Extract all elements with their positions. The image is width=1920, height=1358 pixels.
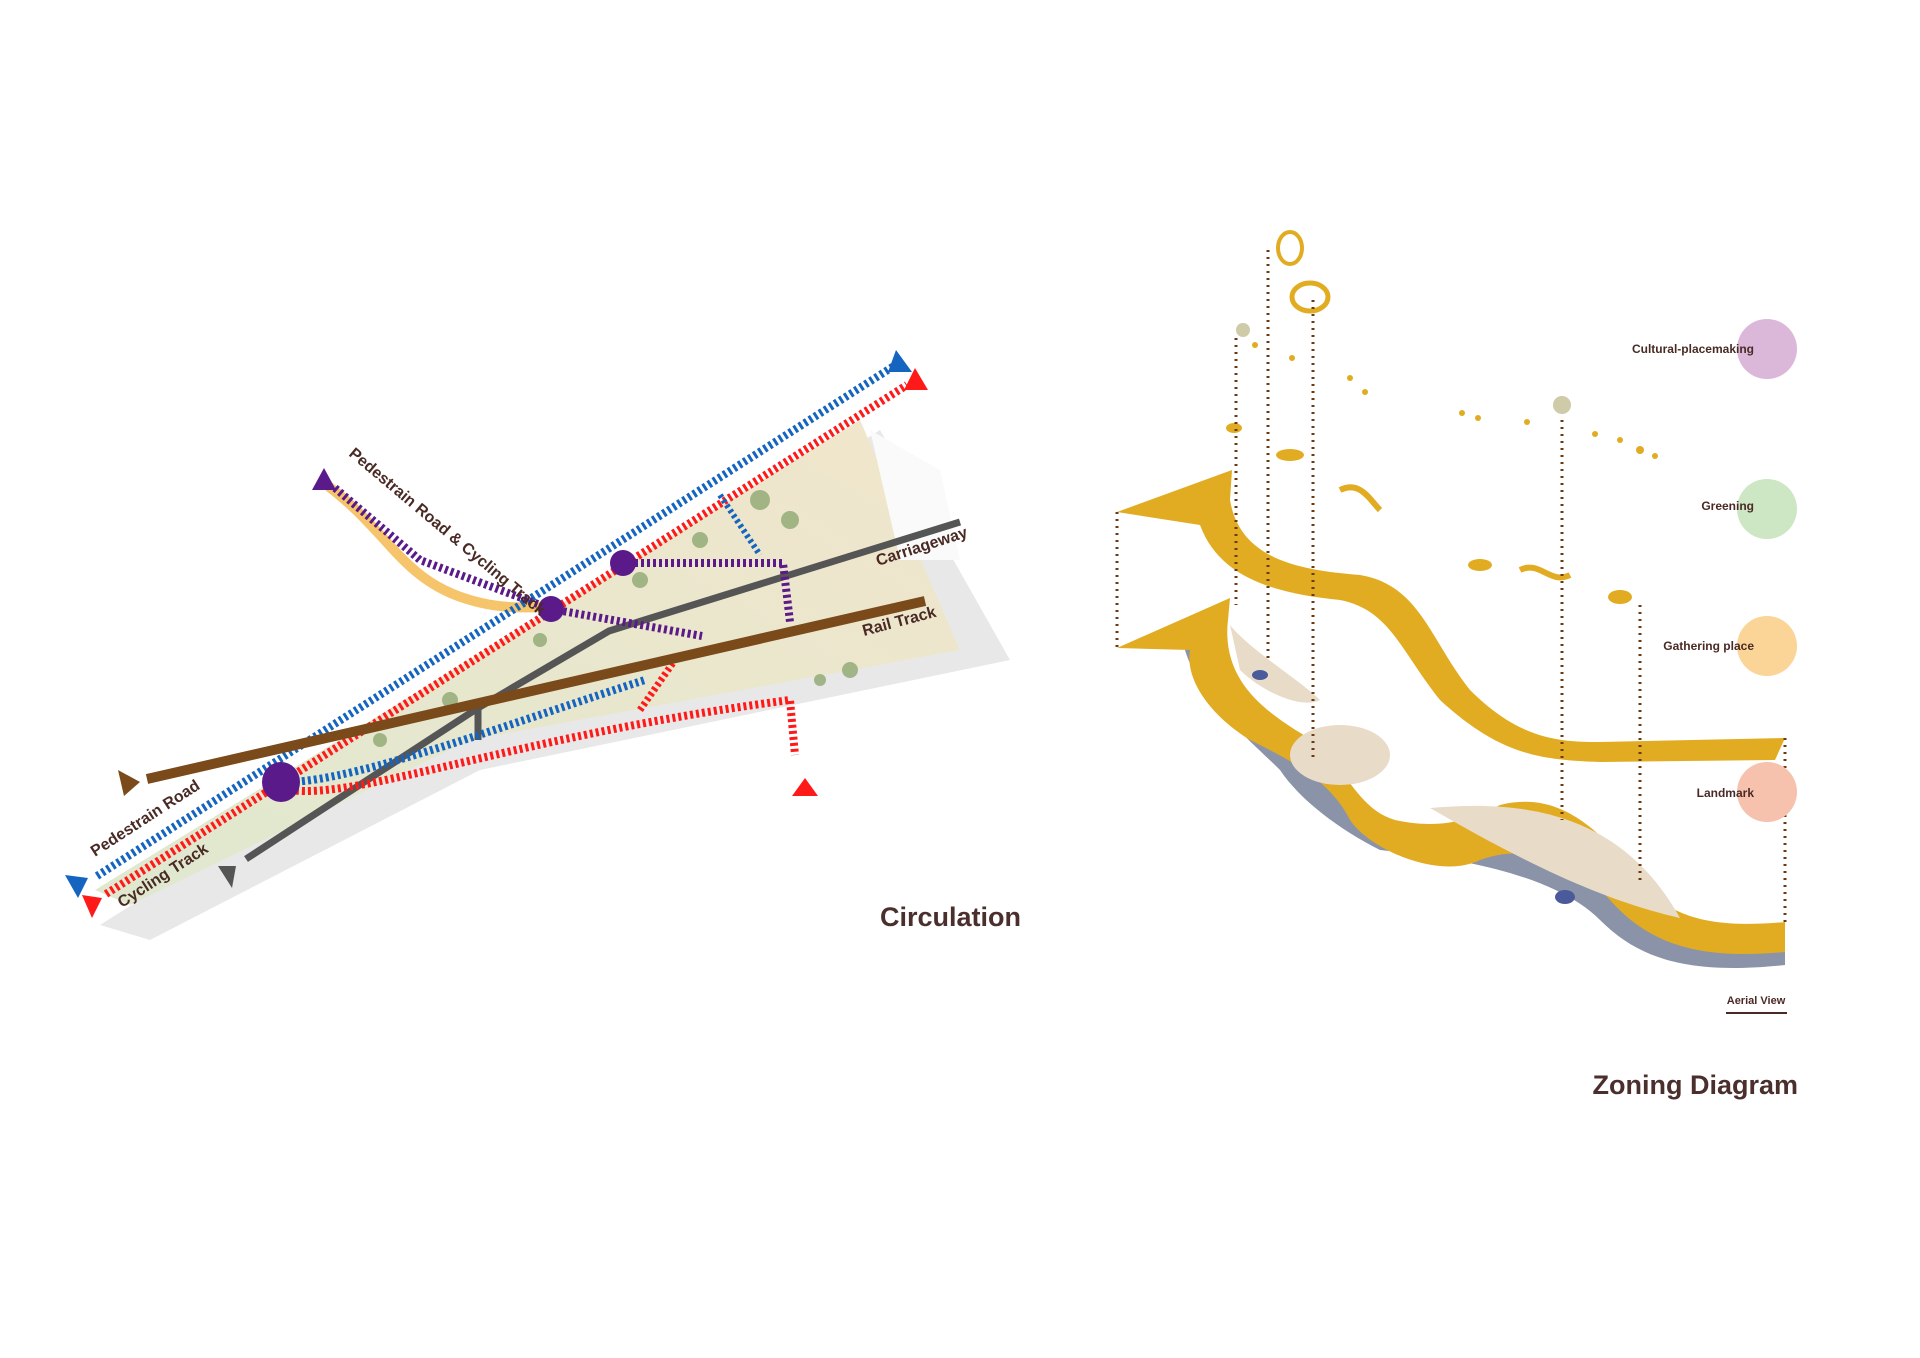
pedestrian-start-arrow-icon [65, 875, 88, 898]
floating-elements [1226, 230, 1658, 604]
pond [1252, 670, 1268, 680]
pedestrian-end-arrow-icon [888, 350, 912, 372]
legend-swatch-gathering [1737, 616, 1797, 676]
site-ground [95, 420, 960, 905]
legend-label-gathering: Gathering place [1663, 639, 1754, 653]
rail-arrow-icon [118, 770, 140, 796]
node-main [262, 762, 300, 802]
pedestrian-branch-line [289, 676, 647, 786]
circulation-title: Circulation [880, 902, 1021, 932]
circulation-diagram: Pedestrain Road Cycling Track Pedestrain… [65, 350, 1021, 940]
lower-plaza-3 [1430, 805, 1680, 918]
carriageway-arrow-icon [218, 866, 236, 888]
lower-plaza-1 [1230, 625, 1320, 703]
carriageway-line [244, 518, 962, 862]
projection-lines [1115, 250, 1787, 922]
legend-swatch-greening [1737, 479, 1797, 539]
tree-clusters [373, 490, 858, 747]
cycling-exit-arrow-icon [792, 778, 818, 796]
lower-plaza-2 [1290, 725, 1390, 785]
pond [1555, 890, 1575, 904]
legend-label-landmark: Landmark [1697, 786, 1755, 800]
node-east [610, 550, 636, 576]
side-path-ribbon [317, 475, 556, 613]
node-center [538, 596, 564, 622]
zoning-legend: Cultural-placemaking Greening Gathering … [1632, 319, 1797, 822]
zoning-title: Zoning Diagram [1592, 1070, 1798, 1100]
legend-swatch-cultural [1737, 319, 1797, 379]
connector-line-northwest [332, 484, 703, 640]
legend-label-greening: Greening [1701, 499, 1754, 513]
pedestrian-connector-line [717, 493, 763, 557]
connector-arrow-icon [312, 468, 336, 490]
upper-ribbon [1117, 470, 1785, 762]
pedestrian-road-line [94, 362, 897, 880]
cycling-end-arrow-icon [904, 368, 928, 390]
zoning-diagram: Cultural-placemaking Greening Gathering … [1115, 230, 1798, 1100]
aerial-view-label: Aerial View [1727, 995, 1786, 1007]
legend-label-cultural: Cultural-placemaking [1632, 342, 1754, 356]
cycling-start-arrow-icon [82, 895, 102, 918]
connector-line-east [623, 559, 794, 623]
legend-swatch-landmark [1737, 762, 1797, 822]
cycling-connector-line [637, 657, 678, 713]
rail-track-line [145, 596, 927, 784]
cycling-track-line [103, 381, 910, 898]
cycling-branch-line [289, 695, 799, 795]
